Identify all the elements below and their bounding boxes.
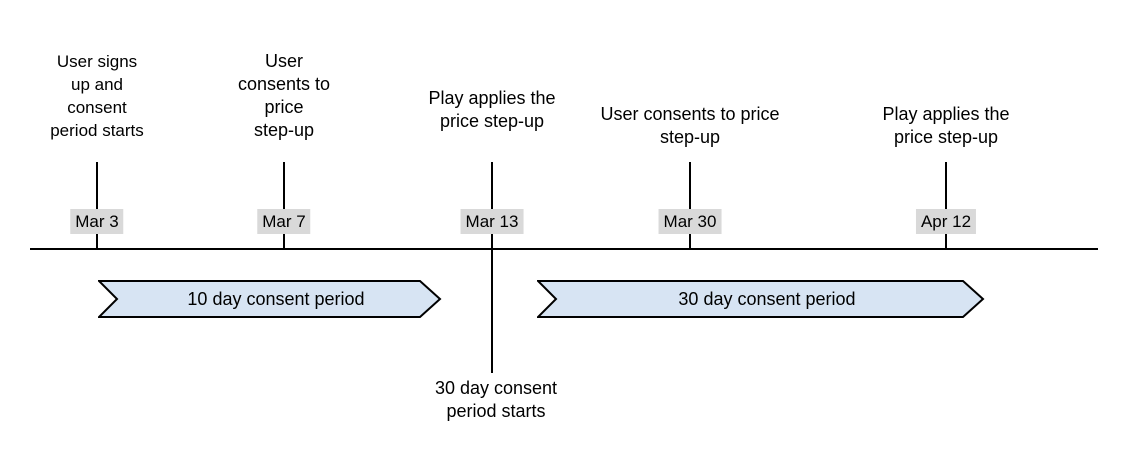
event-label: User signs up and consent period starts bbox=[50, 52, 144, 140]
event-label: Play applies the price step-up bbox=[882, 104, 1010, 147]
ribbon-arrow-shape bbox=[537, 280, 985, 318]
consent-start-connector bbox=[491, 250, 493, 373]
timeline-axis bbox=[30, 248, 1098, 250]
event-tick bbox=[96, 162, 98, 248]
event-tick bbox=[283, 162, 285, 248]
consent-period-10day-banner: 10 day consent period bbox=[98, 280, 442, 318]
event-tick bbox=[491, 162, 493, 248]
consent-period-30day-banner: 30 day consent period bbox=[537, 280, 985, 318]
event-label: User consents to price step-up bbox=[237, 51, 331, 140]
event-date-badge: Mar 30 bbox=[658, 209, 722, 234]
event-date-badge: Mar 7 bbox=[257, 209, 311, 234]
ribbon-arrow-shape bbox=[98, 280, 442, 318]
event-tick bbox=[945, 162, 947, 248]
event-label: Play applies the price step-up bbox=[428, 88, 556, 131]
event-date-badge: Apr 12 bbox=[915, 209, 977, 234]
event-tick bbox=[689, 162, 691, 248]
event-label: User consents to price step-up bbox=[600, 104, 780, 147]
consent-period-label: 10 day consent period bbox=[187, 288, 365, 309]
consent-start-note: 30 day consent period starts bbox=[434, 378, 558, 421]
event-date-badge: Mar 3 bbox=[70, 209, 124, 234]
consent-period-label: 30 day consent period bbox=[678, 288, 856, 309]
event-date-badge: Mar 13 bbox=[460, 209, 524, 234]
